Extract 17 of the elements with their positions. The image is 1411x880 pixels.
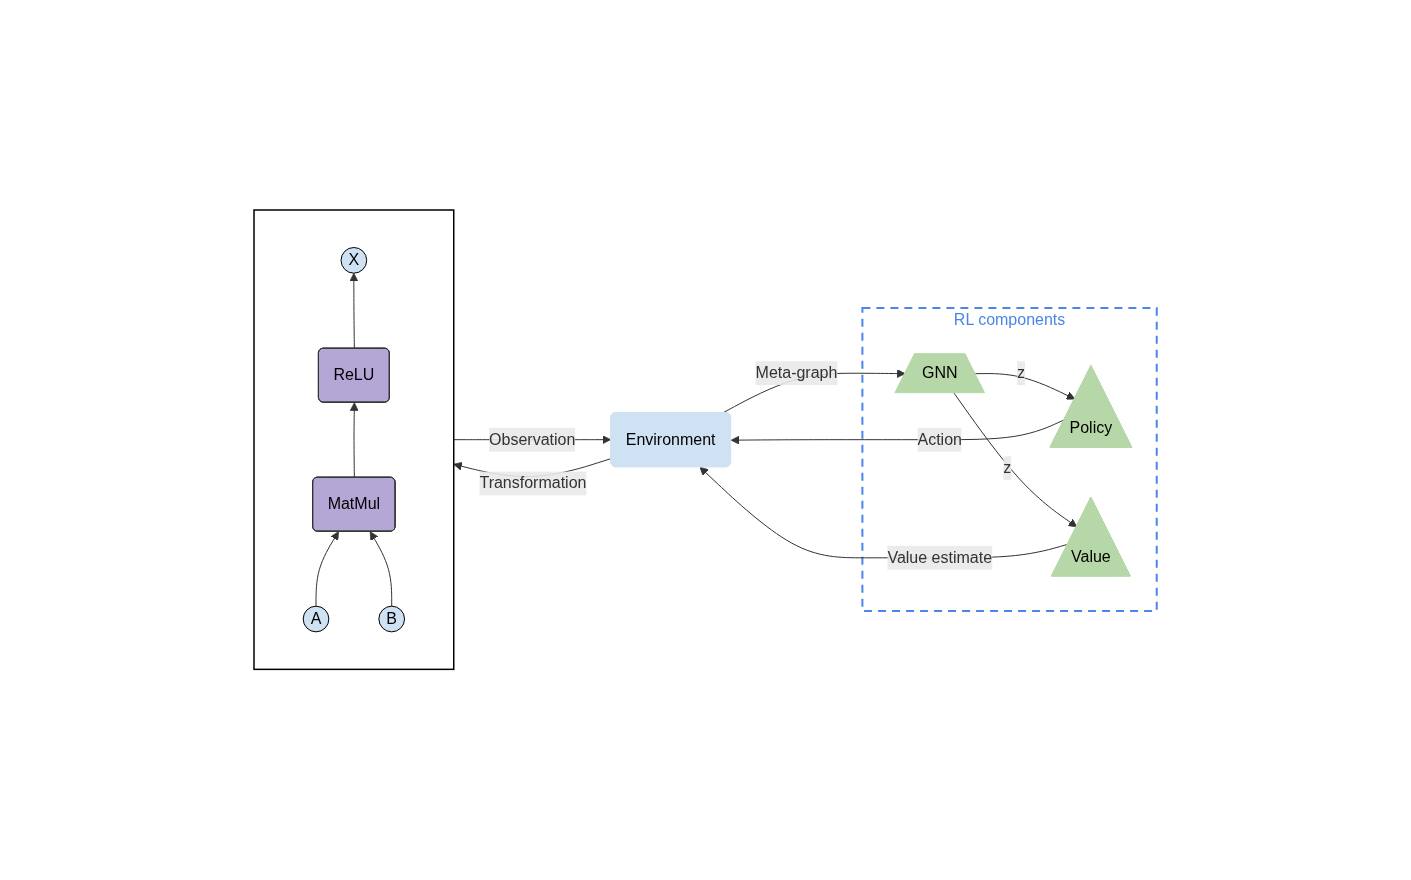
- edge-label: Transformation: [479, 474, 587, 492]
- cluster: [253, 209, 455, 671]
- arrow: [369, 531, 393, 607]
- edge-label: z: [1017, 364, 1026, 382]
- arrow: [349, 273, 359, 350]
- edge-label: Action: [917, 431, 963, 448]
- edge-label: Meta-graph: [755, 364, 838, 382]
- arrow: [953, 393, 1078, 528]
- arrow: [350, 402, 359, 479]
- edge-label: Value estimate: [887, 549, 993, 567]
- arrow: [974, 373, 1076, 400]
- node-circle: B: [378, 606, 406, 633]
- edge-label: Observation: [489, 431, 576, 448]
- arrow: [315, 531, 340, 607]
- node-circle: A: [302, 606, 330, 633]
- node-circle: X: [340, 247, 368, 274]
- edge-label: z: [1003, 459, 1012, 477]
